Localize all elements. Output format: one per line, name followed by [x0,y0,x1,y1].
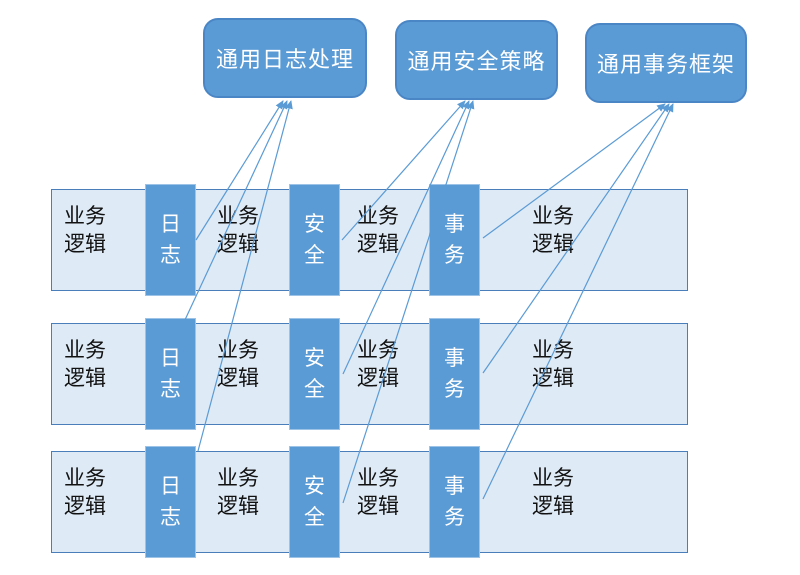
block-label: 事务 [443,346,465,402]
block-security-row2: 安全 [289,318,340,430]
block-label: 日志 [159,346,181,402]
business-logic-label-row1-1: 业务逻辑 [64,205,106,256]
business-logic-label-row1-4: 业务逻辑 [532,205,574,256]
business-logic-label-row3-4: 业务逻辑 [532,467,574,518]
block-label: 安全 [303,346,325,402]
business-logic-label-row2-4: 业务逻辑 [532,339,574,390]
top-box-label: 通用日志处理 [215,47,354,72]
block-transaction-row3: 事务 [429,446,480,558]
top-box-label: 通用安全策略 [407,49,546,74]
top-box-label: 通用事务框架 [596,52,735,77]
connector-common-transaction-row3 [482,103,674,500]
block-security-row3: 安全 [289,446,340,558]
block-security-row1: 安全 [289,184,340,296]
business-logic-label-row2-1: 业务逻辑 [64,339,106,390]
block-log-row1: 日志 [145,184,196,296]
block-transaction-row2: 事务 [429,318,480,430]
block-label: 日志 [159,474,181,530]
connector-common-security-row3 [342,100,475,504]
business-logic-label-row3-1: 业务逻辑 [64,467,106,518]
top-box-common-security: 通用安全策略 [395,20,558,100]
block-log-row3: 日志 [145,446,196,558]
business-logic-label-row2-2: 业务逻辑 [217,339,259,390]
business-logic-label-row3-3: 业务逻辑 [357,467,399,518]
business-logic-label-row1-3: 业务逻辑 [357,205,399,256]
block-log-row2: 日志 [145,318,196,430]
top-box-common-log: 通用日志处理 [203,18,367,98]
block-label: 事务 [443,474,465,530]
block-label: 日志 [159,212,181,268]
block-label: 安全 [303,212,325,268]
top-box-common-transaction: 通用事务框架 [585,23,747,103]
business-logic-label-row1-2: 业务逻辑 [217,205,259,256]
business-logic-label-row2-3: 业务逻辑 [357,339,399,390]
block-label: 事务 [443,212,465,268]
business-logic-label-row3-2: 业务逻辑 [217,467,259,518]
block-label: 安全 [303,474,325,530]
block-transaction-row1: 事务 [429,184,480,296]
